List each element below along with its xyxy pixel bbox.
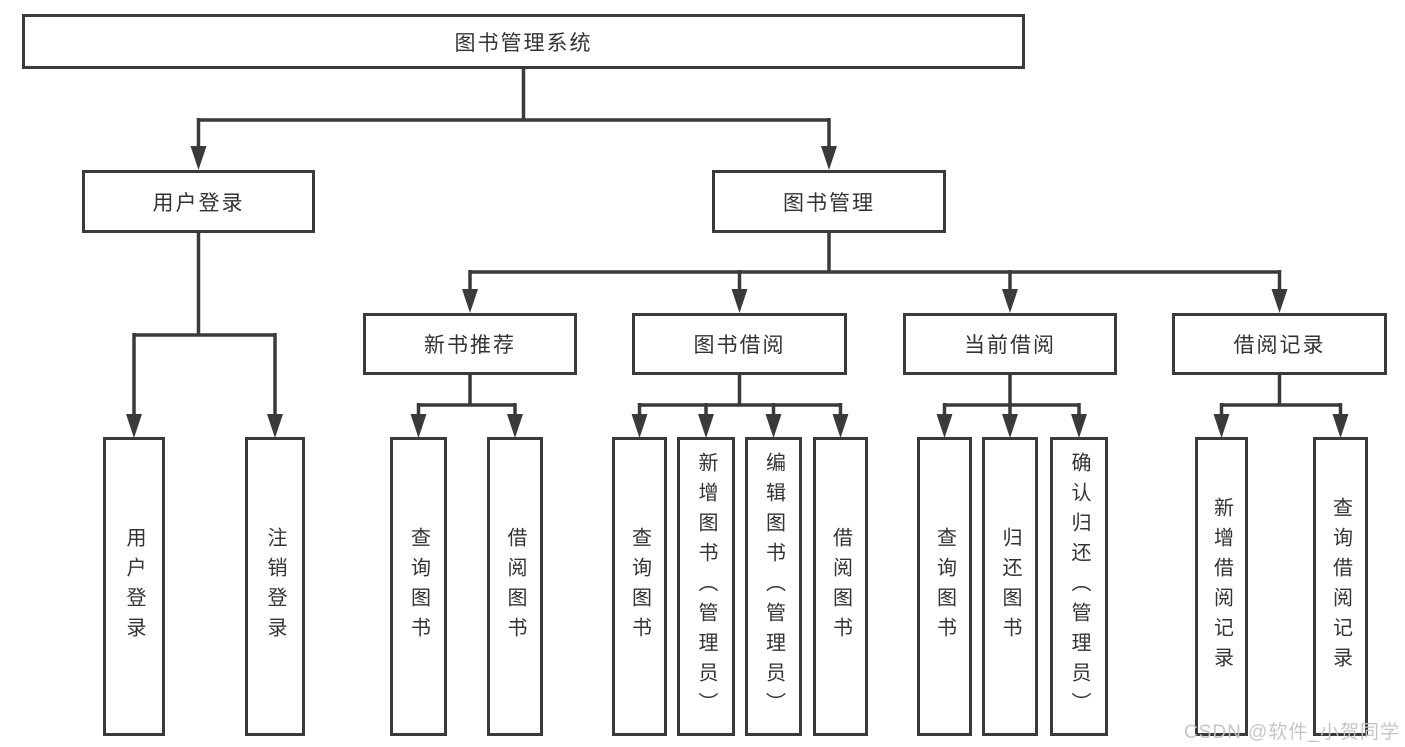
node-user-login: 用户登录	[82, 170, 315, 233]
node-borrowing-records-label: 借阅记录	[1233, 334, 1326, 357]
leaf-newbooks-query-label: 查询图书	[407, 526, 430, 647]
node-book-management: 图书管理	[712, 170, 946, 233]
node-root: 图书管理系统	[22, 14, 1025, 69]
node-book-borrowing-label: 图书借阅	[693, 334, 786, 357]
node-new-book-recommend: 新书推荐	[363, 313, 577, 375]
node-book-management-label: 图书管理	[783, 191, 875, 215]
leaf-user-login-label: 用户登录	[123, 526, 145, 647]
leaf-borrow-add-admin-label: 新增图书（管理员）	[695, 451, 717, 722]
arrowheads	[126, 146, 1349, 438]
leaf-record-add: 新增借阅记录	[1195, 437, 1248, 736]
leaf-record-add-label: 新增借阅记录	[1210, 496, 1233, 677]
leaf-borrow-book: 借阅图书	[813, 437, 868, 736]
leaf-return-book-label: 归还图书	[999, 526, 1021, 647]
leaf-newbooks-borrow: 借阅图书	[487, 437, 543, 736]
leaf-logout-label: 注销登录	[264, 526, 286, 647]
node-user-login-label: 用户登录	[152, 191, 245, 215]
leaf-user-login: 用户登录	[103, 437, 165, 736]
node-current-borrowing-label: 当前借阅	[964, 334, 1056, 357]
leaf-borrow-query: 查询图书	[612, 437, 667, 736]
leaf-borrow-query-label: 查询图书	[628, 526, 651, 647]
leaf-return-book: 归还图书	[982, 437, 1038, 736]
leaf-borrow-edit-admin-label: 编辑图书（管理员）	[762, 451, 785, 722]
leaf-current-query-label: 查询图书	[933, 526, 956, 647]
leaf-newbooks-borrow-label: 借阅图书	[504, 526, 526, 647]
leaf-record-query-label: 查询借阅记录	[1329, 496, 1352, 677]
csdn-watermark: CSDN @软件_小贺同学	[1184, 722, 1400, 743]
leaf-record-query: 查询借阅记录	[1313, 437, 1368, 736]
leaf-confirm-return-admin: 确认归还（管理员）	[1050, 437, 1108, 736]
leaf-borrow-book-label: 借阅图书	[829, 526, 852, 647]
leaf-logout: 注销登录	[245, 437, 305, 736]
node-root-label: 图书管理系统	[454, 31, 593, 55]
node-current-borrowing: 当前借阅	[903, 313, 1117, 375]
node-borrowing-records: 借阅记录	[1172, 313, 1387, 375]
leaf-borrow-add-admin: 新增图书（管理员）	[677, 437, 735, 736]
leaf-confirm-return-admin-label: 确认归还（管理员）	[1068, 451, 1090, 722]
leaf-borrow-edit-admin: 编辑图书（管理员）	[745, 437, 802, 736]
node-book-borrowing: 图书借阅	[632, 313, 847, 375]
leaf-current-query: 查询图书	[917, 437, 972, 736]
node-new-book-recommend-label: 新书推荐	[424, 334, 516, 357]
leaf-newbooks-query: 查询图书	[390, 437, 447, 736]
